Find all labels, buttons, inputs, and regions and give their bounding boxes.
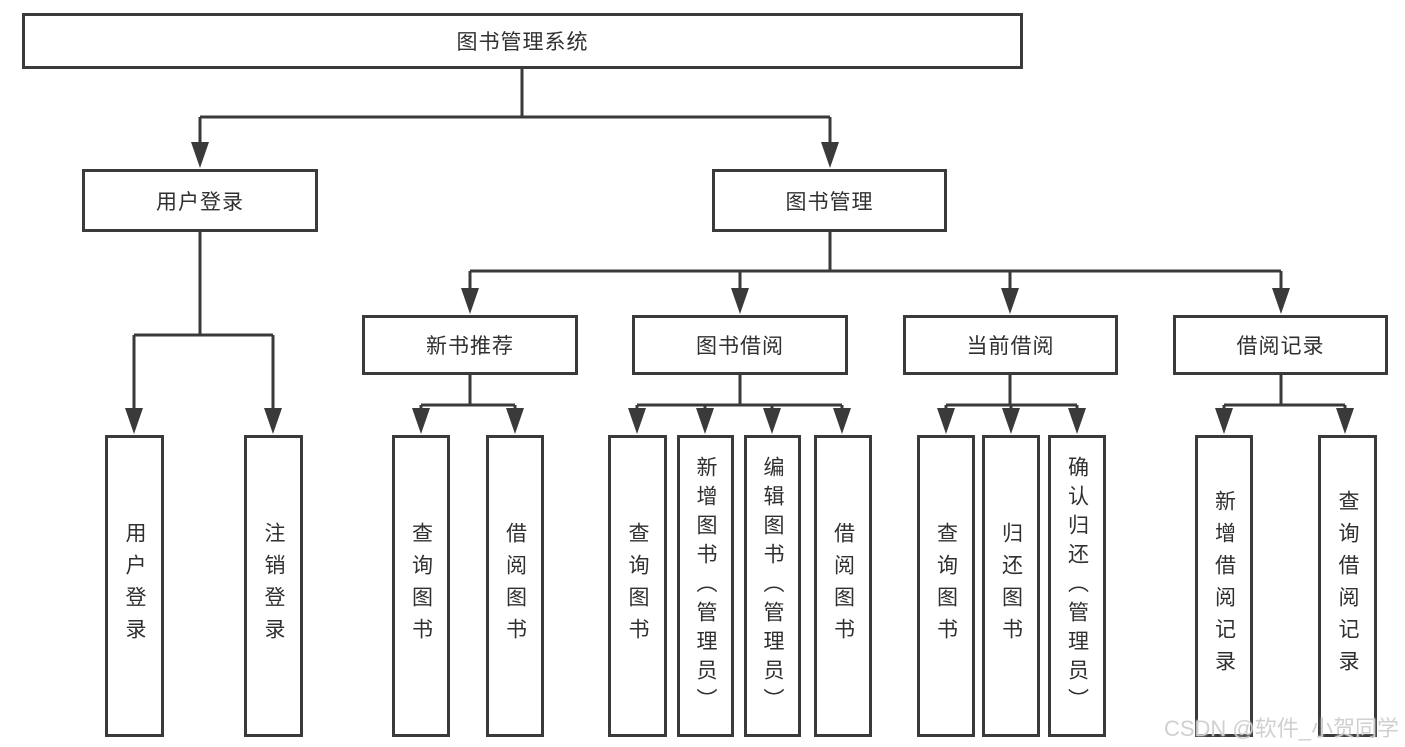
node-label: 用户登录 [123,522,147,650]
node-label: 借阅图书 [503,522,527,650]
node-label: 查询借阅记录 [1336,490,1360,682]
node-user-login: 用户登录 [82,169,318,232]
leaf-add-borrow-record: 新增借阅记录 [1195,435,1253,737]
node-label: 当前借阅 [966,335,1055,358]
node-label: 图书管理 [785,190,874,214]
node-label: 新增借阅记录 [1212,490,1236,682]
node-label: 查询图书 [626,522,650,650]
node-label: 新书推荐 [426,335,514,358]
node-label: 编辑图书（管理员） [761,455,785,717]
node-label: 图书管理系统 [456,31,589,54]
node-label: 确认归还（管理员） [1065,455,1089,717]
node-label: 图书借阅 [696,335,784,358]
leaf-add-books-admin: 新增图书（管理员） [677,435,734,737]
node-label: 归还图书 [999,522,1023,650]
leaf-confirm-return-admin: 确认归还（管理员） [1048,435,1106,737]
node-label: 借阅记录 [1236,335,1325,358]
leaf-query-books-current: 查询图书 [917,435,975,737]
leaf-query-books-recommend: 查询图书 [392,435,450,737]
leaf-logout: 注销登录 [244,435,303,737]
node-label: 用户登录 [156,190,244,214]
leaf-return-books: 归还图书 [982,435,1040,737]
leaf-query-borrow-record: 查询借阅记录 [1318,435,1377,737]
node-label: 查询图书 [934,522,958,650]
leaf-borrow-books-recommend: 借阅图书 [486,435,544,737]
node-new-book-recommend: 新书推荐 [362,315,578,375]
node-book-management-system: 图书管理系统 [22,13,1023,69]
leaf-query-books-borrow: 查询图书 [608,435,667,737]
node-label: 借阅图书 [831,522,855,650]
node-label: 注销登录 [262,522,286,650]
leaf-borrow-books: 借阅图书 [814,435,872,737]
leaf-user-login: 用户登录 [105,435,164,737]
node-current-borrow: 当前借阅 [903,315,1118,375]
csdn-watermark: CSDN @软件_小贺同学 [1163,716,1399,741]
node-book-borrow: 图书借阅 [632,315,848,375]
node-label: 新增图书（管理员） [694,455,718,717]
node-book-management: 图书管理 [712,169,947,232]
node-label: 查询图书 [409,522,433,650]
leaf-edit-books-admin: 编辑图书（管理员） [744,435,801,737]
node-borrow-records: 借阅记录 [1173,315,1388,375]
arrowheads [125,142,1354,434]
